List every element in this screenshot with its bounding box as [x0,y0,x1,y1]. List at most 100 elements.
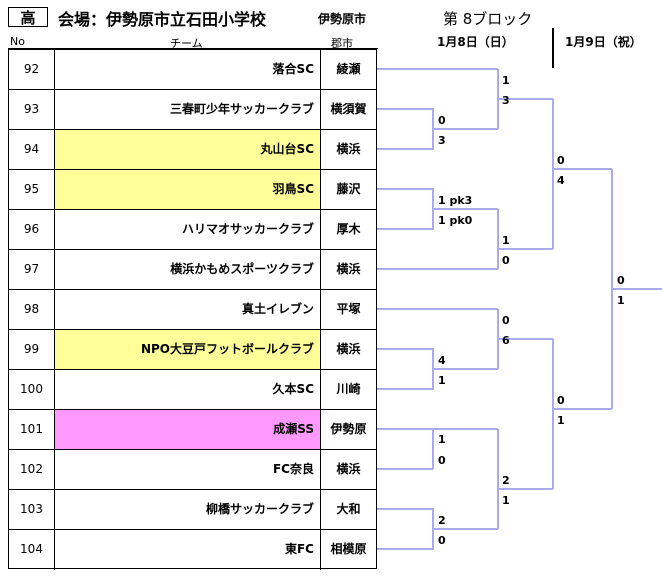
day-divider [552,28,554,68]
team-city: 川崎 [336,382,361,396]
bracket-line [377,348,498,390]
team-number: 101 [9,410,55,449]
bracket-line [497,69,553,129]
bracket-line [497,309,553,369]
column-header-team: チーム [170,37,203,50]
team-number: 103 [9,490,55,529]
score: 1 [438,374,446,387]
score: 0 [617,274,625,287]
score: 0 [557,154,565,167]
score: 2 [438,514,446,527]
score: 6 [502,334,510,347]
team-city: 横浜 [336,342,361,356]
block-title: 第 8ブロック [443,10,533,28]
team-number: 100 [9,370,55,409]
grade-box: 高 [8,7,48,27]
bracket-line [552,339,612,489]
team-name: 丸山台SC [55,130,321,169]
bracket-line [497,429,553,529]
team-number: 96 [9,210,55,249]
column-header-city: 郡市 [331,37,353,50]
team-city: 横浜 [336,262,361,276]
team-name: 羽鳥SC [55,170,321,209]
team-city: 横浜 [336,142,361,156]
score: 1 pk0 [438,214,473,227]
team-city: 相模原 [330,542,367,556]
score: 1 [617,294,625,307]
score: 1 [438,433,446,446]
team-city: 平塚 [336,302,361,316]
team-city: 横浜 [336,462,361,476]
score: 0 [502,254,510,267]
team-number: 99 [9,330,55,369]
score: 3 [438,134,446,147]
team-number: 92 [9,50,55,89]
team-name: 柳橋サッカークラブ [55,490,321,529]
team-city: 綾瀬 [336,62,361,76]
team-number: 94 [9,130,55,169]
team-name: 落合SC [55,50,321,89]
bracket-line [377,188,498,230]
score: 0 [438,114,446,127]
score: 0 [438,534,446,547]
team-number: 97 [9,250,55,289]
team-city: 伊勢原 [330,422,367,436]
team-name: 成瀬SS [55,410,321,449]
team-city: 大和 [336,502,361,516]
team-number: 93 [9,90,55,129]
venue-city: 伊勢原市 [318,12,367,26]
score: 1 pk3 [438,194,473,207]
score: 4 [438,354,446,367]
team-name: 真土イレブン [55,290,321,329]
team-city: 横須賀 [330,102,367,116]
score: 2 [502,474,510,487]
bracket-line [552,99,612,249]
team-name: FC奈良 [55,450,321,489]
bracket-line [377,108,498,150]
team-name: 三春町少年サッカークラブ [55,90,321,129]
venue-title: 会場：伊勢原市立石田小学校 [58,10,267,29]
day1-label: 1月8日（日） [437,35,514,49]
column-header-no: No [10,35,25,48]
score: 1 [502,74,510,87]
score: 1 [557,414,565,427]
team-name: 久本SC [55,370,321,409]
team-name: 横浜かもめスポーツクラブ [55,250,321,289]
team-number: 102 [9,450,55,489]
bracket-line [611,169,662,409]
team-name: 東FC [55,530,321,570]
day2-label: 1月9日（祝） [565,35,642,49]
team-city: 厚木 [336,222,361,236]
score: 0 [557,394,565,407]
team-number: 95 [9,170,55,209]
team-city: 藤沢 [336,182,361,196]
team-name: NPO大豆戸フットボールクラブ [55,330,321,369]
team-number: 98 [9,290,55,329]
header-divider [8,48,378,49]
bracket-line [377,508,498,550]
score: 1 [502,234,510,247]
score: 3 [502,94,510,107]
score: 4 [557,174,565,187]
team-number: 104 [9,530,55,570]
score: 0 [438,454,446,467]
score: 1 [502,494,510,507]
bracket-line [497,209,553,269]
score: 0 [502,314,510,327]
team-name: ハリマオサッカークラブ [55,210,321,249]
